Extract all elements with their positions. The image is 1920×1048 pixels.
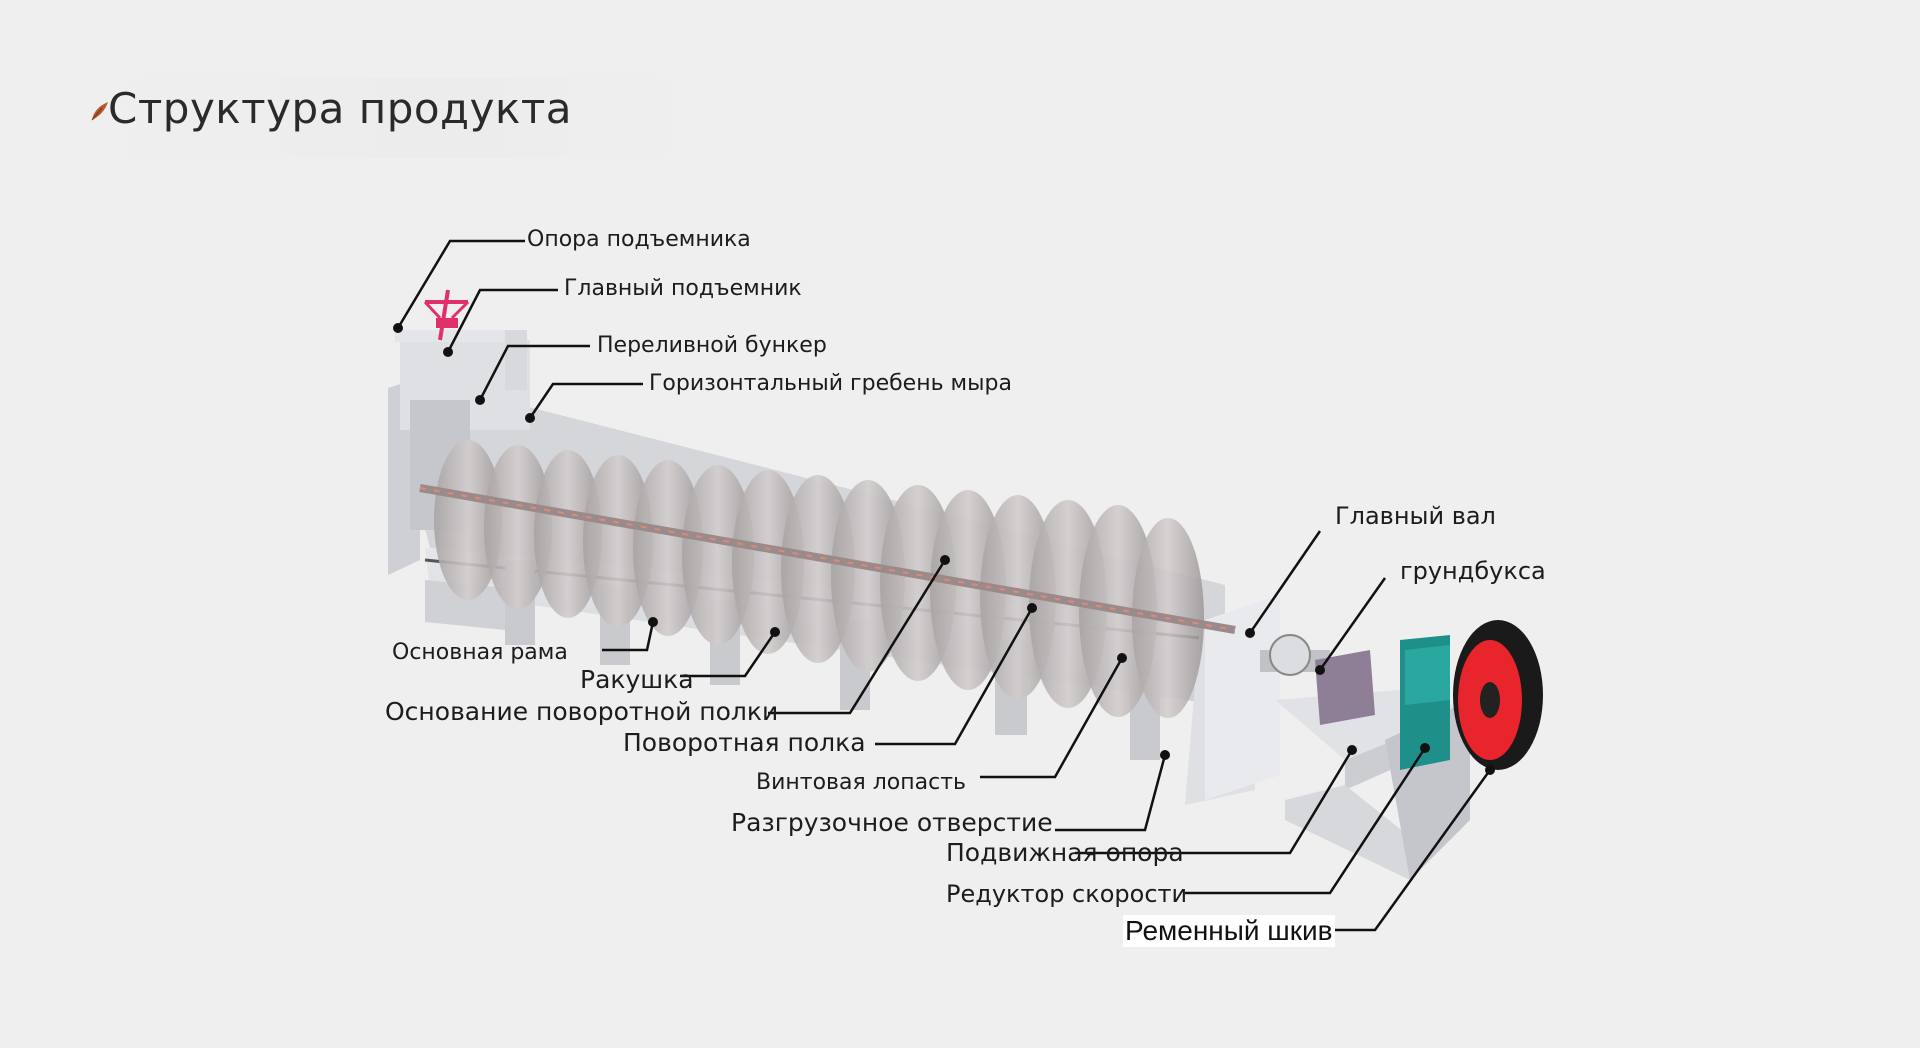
leader-dots (393, 323, 1495, 775)
screw-blades (419, 440, 1236, 718)
leader-lines (396, 239, 1492, 932)
label-stuffing-box: грундбукса (1400, 557, 1546, 585)
label-screw-blade: Винтовая лопасть (756, 770, 966, 795)
label-main-shaft: Главный вал (1335, 502, 1496, 530)
label-main-lift: Главный подъемник (564, 276, 802, 301)
title-background (92, 78, 692, 158)
leaf-icon (91, 102, 108, 121)
label-speed-reducer: Редуктор скорости (946, 880, 1188, 908)
page-title: Структура продукта (108, 84, 573, 133)
label-lift-support: Опора подъемника (527, 227, 751, 252)
label-main-frame: Основная рама (392, 640, 568, 665)
label-overflow-hopper: Переливной бункер (597, 333, 827, 358)
label-horizontal-comb: Горизонтальный гребень мыра (649, 371, 1012, 396)
label-belt-pulley: Ременный шкив (1123, 915, 1335, 947)
label-rotary-shelf-base: Основание поворотной полки (385, 697, 779, 726)
label-movable-support: Подвижная опора (946, 838, 1184, 867)
label-shell: Ракушка (580, 665, 694, 694)
label-rotary-shelf: Поворотная полка (623, 728, 866, 757)
drive-assembly (1260, 620, 1543, 880)
label-discharge-opening: Разгрузочное отверстие (731, 808, 1053, 837)
lift-assembly (395, 289, 527, 390)
